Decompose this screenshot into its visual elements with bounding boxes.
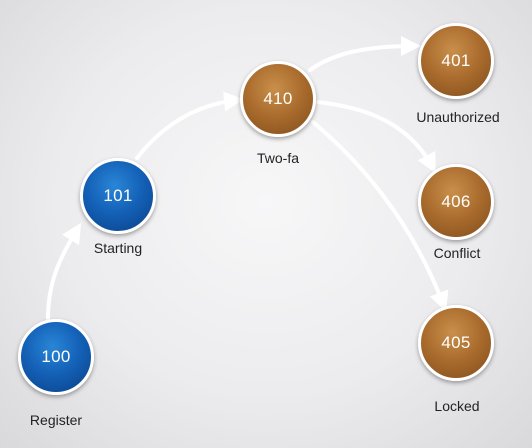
edge-410-to-405 (311, 120, 449, 312)
node-100-code: 100 (41, 347, 71, 366)
node-410-code: 410 (263, 89, 293, 108)
edge-410-to-406 (316, 100, 436, 174)
node-405[interactable]: 405 (418, 305, 494, 381)
node-100[interactable]: 100 (18, 319, 94, 395)
node-101-label: Starting (93, 240, 143, 256)
edge-100-to-101 (46, 222, 82, 320)
node-101[interactable]: 101 (80, 158, 156, 234)
node-406-code: 406 (441, 192, 471, 211)
node-410[interactable]: 410 (240, 61, 316, 137)
node-406[interactable]: 406 (418, 164, 494, 240)
node-100-label: Register (29, 412, 83, 428)
node-401-code: 401 (441, 51, 471, 70)
node-405-label: Locked (434, 398, 480, 414)
edge-410-to-401 (308, 36, 421, 72)
node-401[interactable]: 401 (418, 23, 494, 99)
node-405-code: 405 (441, 333, 471, 352)
node-410-label: Two-fa (256, 150, 300, 166)
edge-101-to-410 (135, 91, 244, 160)
node-401-label: Unauthorized (416, 109, 500, 125)
node-101-code: 101 (103, 186, 133, 205)
node-406-label: Conflict (433, 245, 481, 261)
